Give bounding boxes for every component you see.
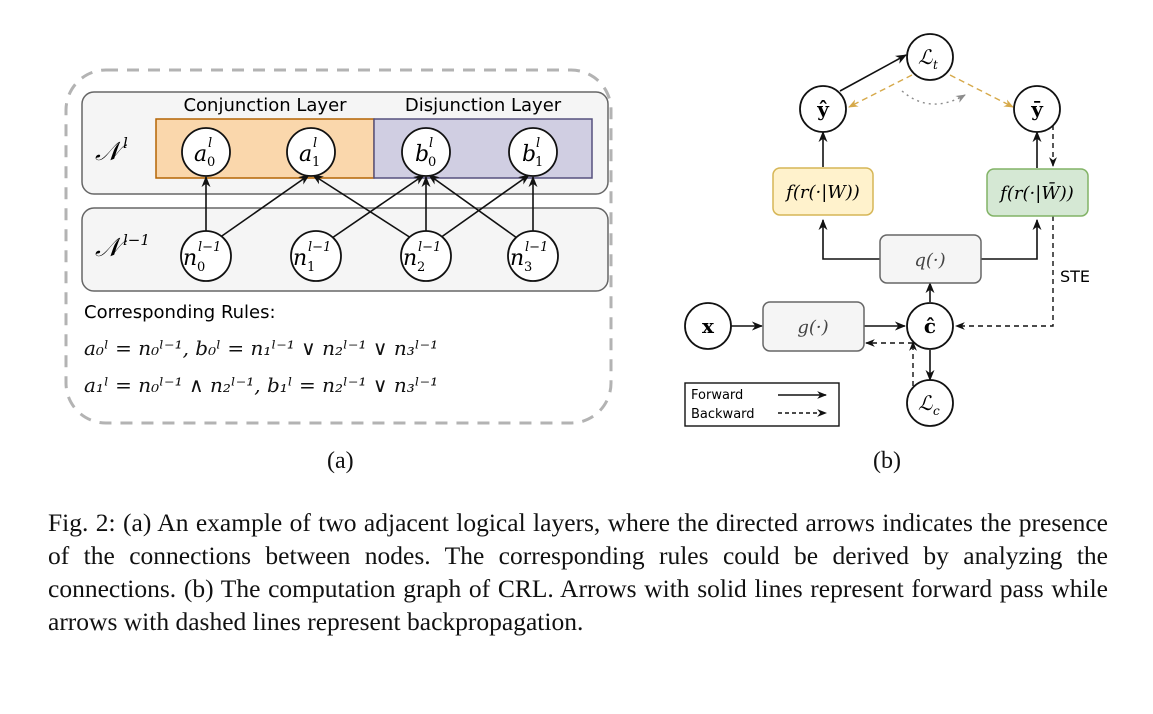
edge-Lt-ybar bbox=[949, 74, 1014, 108]
sublabel-a: (a) bbox=[327, 448, 354, 474]
disjunction-layer-label: Disjunction Layer bbox=[405, 95, 562, 116]
svg-text:ℒ: ℒ bbox=[918, 391, 933, 415]
svg-text:ŷ: ŷ bbox=[816, 97, 830, 121]
legend-forward-label: Forward bbox=[691, 388, 743, 403]
node-b0: b 0 l bbox=[401, 127, 451, 177]
legend: Forward Backward bbox=[684, 382, 840, 427]
svg-text:l−1: l−1 bbox=[525, 240, 548, 255]
svg-text:c: c bbox=[933, 404, 940, 418]
edge-n2-b1 bbox=[439, 174, 530, 239]
svg-text:ȳ: ȳ bbox=[1030, 97, 1044, 121]
svg-text:ℒ: ℒ bbox=[918, 45, 933, 69]
svg-text:b: b bbox=[415, 142, 429, 167]
svg-text:n: n bbox=[403, 246, 417, 271]
svg-text:l: l bbox=[313, 136, 317, 151]
edge-yhat-Lt bbox=[839, 54, 907, 92]
edges-b bbox=[731, 54, 1042, 382]
rules-heading: Corresponding Rules: bbox=[84, 302, 276, 323]
edge-n3-b0 bbox=[428, 174, 518, 239]
svg-text:t: t bbox=[933, 58, 938, 72]
box-q: q(·) bbox=[879, 234, 982, 284]
svg-text:l: l bbox=[123, 134, 128, 152]
edge-q-fright bbox=[981, 218, 1042, 260]
svg-text:q(·): q(·) bbox=[914, 250, 945, 271]
edge-ste bbox=[955, 216, 1054, 330]
edge-dotted-curve bbox=[901, 90, 966, 105]
rule-line-1: a₀ˡ = n₀ˡ⁻¹, b₀ˡ = n₁ˡ⁻¹ ∨ n₂ˡ⁻¹ ∨ n₃ˡ⁻¹ bbox=[84, 336, 439, 360]
box-f-right: f(r(·|W̄)) bbox=[986, 168, 1089, 217]
svg-text:f(r(·|W̄)): f(r(·|W̄)) bbox=[998, 181, 1074, 204]
svg-text:l−1: l−1 bbox=[308, 240, 331, 255]
edge-n0-a1 bbox=[218, 174, 310, 239]
svg-text:0: 0 bbox=[428, 155, 436, 170]
node-n0: n 0 l−1 bbox=[180, 230, 232, 282]
edge-n1-b0 bbox=[331, 174, 425, 239]
edges-a bbox=[201, 174, 538, 239]
box-g: g(·) bbox=[762, 301, 865, 352]
svg-text:x: x bbox=[702, 314, 715, 338]
svg-text:0: 0 bbox=[207, 155, 215, 170]
svg-text:n: n bbox=[293, 246, 307, 271]
svg-text:l−1: l−1 bbox=[418, 240, 441, 255]
svg-text:0: 0 bbox=[197, 260, 205, 275]
svg-text:a: a bbox=[194, 142, 207, 167]
figure-a: Conjunction Layer Disjunction Layer 𝒩 l … bbox=[64, 68, 613, 425]
svg-text:2: 2 bbox=[417, 260, 425, 275]
svg-text:l: l bbox=[429, 136, 433, 151]
svg-text:f(r(·|W)): f(r(·|W)) bbox=[784, 182, 860, 203]
svg-text:1: 1 bbox=[307, 260, 315, 275]
figure-caption: Fig. 2: (a) An example of two adjacent l… bbox=[48, 508, 1108, 636]
svg-text:l−1: l−1 bbox=[198, 240, 221, 255]
svg-text:1: 1 bbox=[312, 155, 320, 170]
node-a1: a 1 l bbox=[286, 127, 336, 177]
svg-text:l: l bbox=[208, 136, 212, 151]
svg-text:ĉ: ĉ bbox=[924, 314, 936, 338]
node-yhat: ŷ bbox=[799, 85, 847, 133]
node-Lc: ℒ c bbox=[906, 379, 954, 427]
svg-text:1: 1 bbox=[535, 155, 543, 170]
edge-n2-a1 bbox=[312, 174, 412, 239]
svg-text:a: a bbox=[299, 142, 312, 167]
node-ybar: ȳ bbox=[1013, 85, 1061, 133]
node-a0: a 0 l bbox=[181, 127, 231, 177]
outer-dashed-border bbox=[64, 68, 613, 425]
node-n1: n 1 l−1 bbox=[290, 230, 342, 282]
svg-text:n: n bbox=[183, 246, 197, 271]
edge-Lt-yhat bbox=[848, 74, 913, 108]
node-n3: n 3 l−1 bbox=[507, 230, 559, 282]
backward-edges-b bbox=[865, 125, 1057, 386]
edge-q-fleft bbox=[818, 218, 880, 260]
svg-text:b: b bbox=[522, 142, 536, 167]
node-chat: ĉ bbox=[906, 302, 954, 350]
rule-line-2: a₁ˡ = n₀ˡ⁻¹ ∧ n₂ˡ⁻¹, b₁ˡ = n₂ˡ⁻¹ ∨ n₃ˡ⁻¹ bbox=[84, 373, 439, 397]
svg-text:g(·): g(·) bbox=[797, 317, 828, 338]
legend-backward-label: Backward bbox=[691, 407, 755, 422]
figure-b: ℒ t ŷ ȳ x ĉ ℒ c f(r(·|W)) bbox=[684, 33, 1090, 427]
svg-text:l−1: l−1 bbox=[123, 231, 150, 249]
svg-text:n: n bbox=[510, 246, 524, 271]
conjunction-layer-label: Conjunction Layer bbox=[183, 95, 347, 116]
ste-label: STE bbox=[1060, 267, 1090, 286]
svg-text:3: 3 bbox=[524, 260, 532, 275]
loss-t-edges bbox=[848, 74, 1014, 108]
sublabel-b: (b) bbox=[873, 448, 901, 474]
node-Lt: ℒ t bbox=[906, 33, 954, 81]
node-n2: n 2 l−1 bbox=[400, 230, 452, 282]
node-b1: b 1 l bbox=[508, 127, 558, 177]
node-x: x bbox=[684, 302, 732, 350]
svg-text:l: l bbox=[536, 136, 540, 151]
box-f-left: f(r(·|W)) bbox=[772, 167, 874, 216]
